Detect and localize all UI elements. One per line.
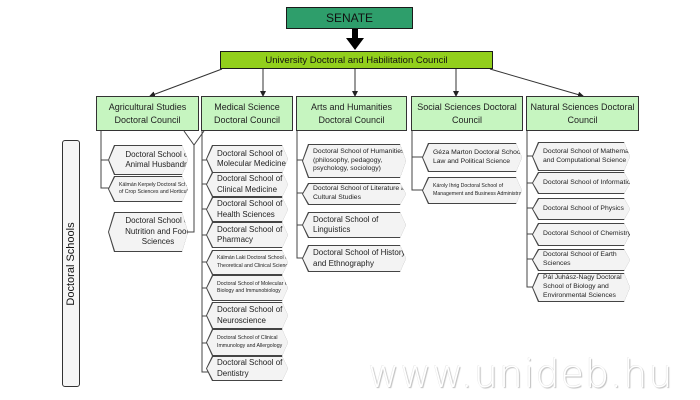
council-label: Natural Sciences Doctoral Council — [530, 102, 635, 125]
agri-tree — [100, 130, 205, 233]
school-literature: Doctoral School of Literature and Cultur… — [302, 183, 406, 205]
school-earth-sciences: Doctoral School of Earth Sciences — [532, 249, 630, 271]
school-biology-environmental: Pál Juhász-Nagy Doctoral School of Biolo… — [532, 273, 630, 302]
school-informatics: Doctoral School of Informatics — [532, 172, 630, 194]
school-label: Doctoral School of Clinical Medicine — [207, 173, 307, 196]
council-arts: Arts and Humanities Doctoral Council — [296, 96, 407, 131]
doctoral-schools-label: Doctoral Schools — [62, 140, 80, 387]
council-label: Agricultural Studies Doctoral Council — [108, 102, 187, 125]
school-label: Doctoral School of Health Sciences — [207, 198, 307, 221]
school-label: Doctoral School of Earth Sciences — [533, 250, 649, 270]
school-history: Doctoral School of History and Ethnograp… — [302, 245, 406, 272]
school-theoretical-clinical: Kálmán Laki Doctoral School of Theoretic… — [206, 250, 288, 275]
council-agricultural: Agricultural Studies Doctoral Council — [96, 96, 199, 131]
university-council-label: University Doctoral and Habilitation Cou… — [265, 54, 448, 66]
school-label: Doctoral School of Dentistry — [207, 357, 307, 380]
school-nutrition: Doctoral School of Nutrition and Food Sc… — [108, 212, 188, 252]
school-animal-husbandry: Doctoral School of Animal Husbandry — [108, 145, 188, 175]
school-clinical-medicine: Doctoral School of Clinical Medicine — [206, 172, 288, 197]
council-medical: Medical Science Doctoral Council — [201, 96, 293, 131]
school-dentistry: Doctoral School of Dentistry — [206, 356, 288, 381]
council-label: Medical Science Doctoral Council — [213, 102, 281, 125]
school-mathematics: Doctoral School of Mathematics and Compu… — [532, 142, 630, 171]
medical-tree — [201, 131, 208, 373]
school-label: Doctoral School of Physics — [533, 199, 649, 219]
council-label: Social Sciences Doctoral Council — [417, 102, 517, 125]
senate-label: SENATE — [325, 11, 374, 25]
school-health-sciences: Doctoral School of Health Sciences — [206, 197, 288, 222]
council-label: Arts and Humanities Doctoral Council — [310, 102, 393, 125]
school-law: Géza Marton Doctoral School of Law and P… — [422, 143, 522, 172]
school-humanities: Doctoral School of Humanities (philosoph… — [302, 144, 406, 178]
council-arrows — [149, 68, 584, 98]
school-chemistry: Doctoral School of Chemistry — [532, 223, 630, 246]
school-clinical-immunology: Doctoral School of Clinical Immunology a… — [206, 329, 288, 356]
school-label: Doctoral School of Literature and Cultur… — [303, 184, 425, 204]
school-label: Kálmán Laki Doctoral School of Theoretic… — [207, 251, 307, 274]
school-pharmacy: Doctoral School of Pharmacy — [206, 222, 288, 248]
doctoral-schools-text: Doctoral Schools — [65, 221, 77, 306]
council-natural: Natural Sciences Doctoral Council — [526, 96, 639, 131]
school-physics: Doctoral School of Physics — [532, 198, 630, 220]
school-crop-sciences: Kálmán Kerpely Doctoral School of Crop S… — [108, 176, 188, 202]
school-label: Doctoral School of Informatics — [533, 173, 649, 193]
university-council-box: University Doctoral and Habilitation Cou… — [220, 51, 493, 69]
council-social: Social Sciences Doctoral Council — [411, 96, 523, 131]
school-molecular-cell-biology: Doctoral School of Molecular Cell Biolog… — [206, 275, 288, 301]
school-linguistics: Doctoral School of Linguistics — [302, 212, 406, 238]
school-neuroscience: Doctoral School of Neuroscience — [206, 302, 288, 329]
senate-box: SENATE — [286, 7, 413, 29]
school-management: Károly Ihrig Doctoral School of Manageme… — [422, 177, 522, 204]
school-label: Doctoral School of Chemistry — [533, 224, 649, 245]
watermark: www.unideb.hu — [368, 352, 674, 396]
senate-arrow — [346, 29, 364, 50]
social-tree — [411, 131, 424, 191]
school-molecular-medicine: Doctoral School of Molecular Medicine — [206, 145, 288, 173]
natural-tree — [526, 131, 533, 288]
